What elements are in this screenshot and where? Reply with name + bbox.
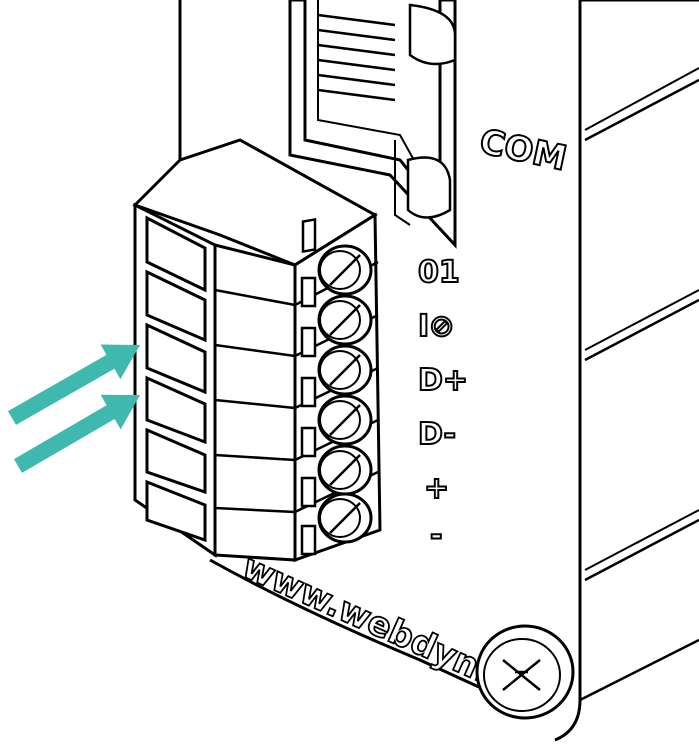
release-tabs: [300, 276, 317, 556]
screw-icon: [317, 244, 373, 296]
pin-label-io: I⊘: [418, 309, 454, 344]
pin-label-d-minus: D-: [418, 417, 456, 452]
screw-icon: [317, 444, 373, 496]
screw-icon: [317, 344, 373, 396]
module-housing: [178, 0, 699, 742]
screw-column: [317, 244, 373, 544]
screw-icon: [317, 394, 373, 446]
com-port: [288, 0, 457, 249]
pin-labels: 01 I⊘ D+ D- + -: [417, 254, 469, 554]
arrows: [8, 344, 140, 473]
pin-label-plus: +: [424, 471, 449, 506]
wire-entries: [145, 215, 207, 543]
screw-icon: [317, 492, 373, 544]
pin-label-minus: -: [430, 518, 442, 553]
release-slots: [301, 217, 317, 254]
pin-label-d-plus: D+: [418, 363, 468, 398]
cross-icon: [502, 659, 541, 691]
port-label: COM: [476, 122, 570, 179]
pin-label-01: 01: [418, 255, 460, 290]
arrow-icon: [8, 344, 140, 425]
arrow-icon: [14, 394, 140, 473]
screw-icon: [317, 294, 373, 346]
mounting-screw: [475, 624, 575, 720]
